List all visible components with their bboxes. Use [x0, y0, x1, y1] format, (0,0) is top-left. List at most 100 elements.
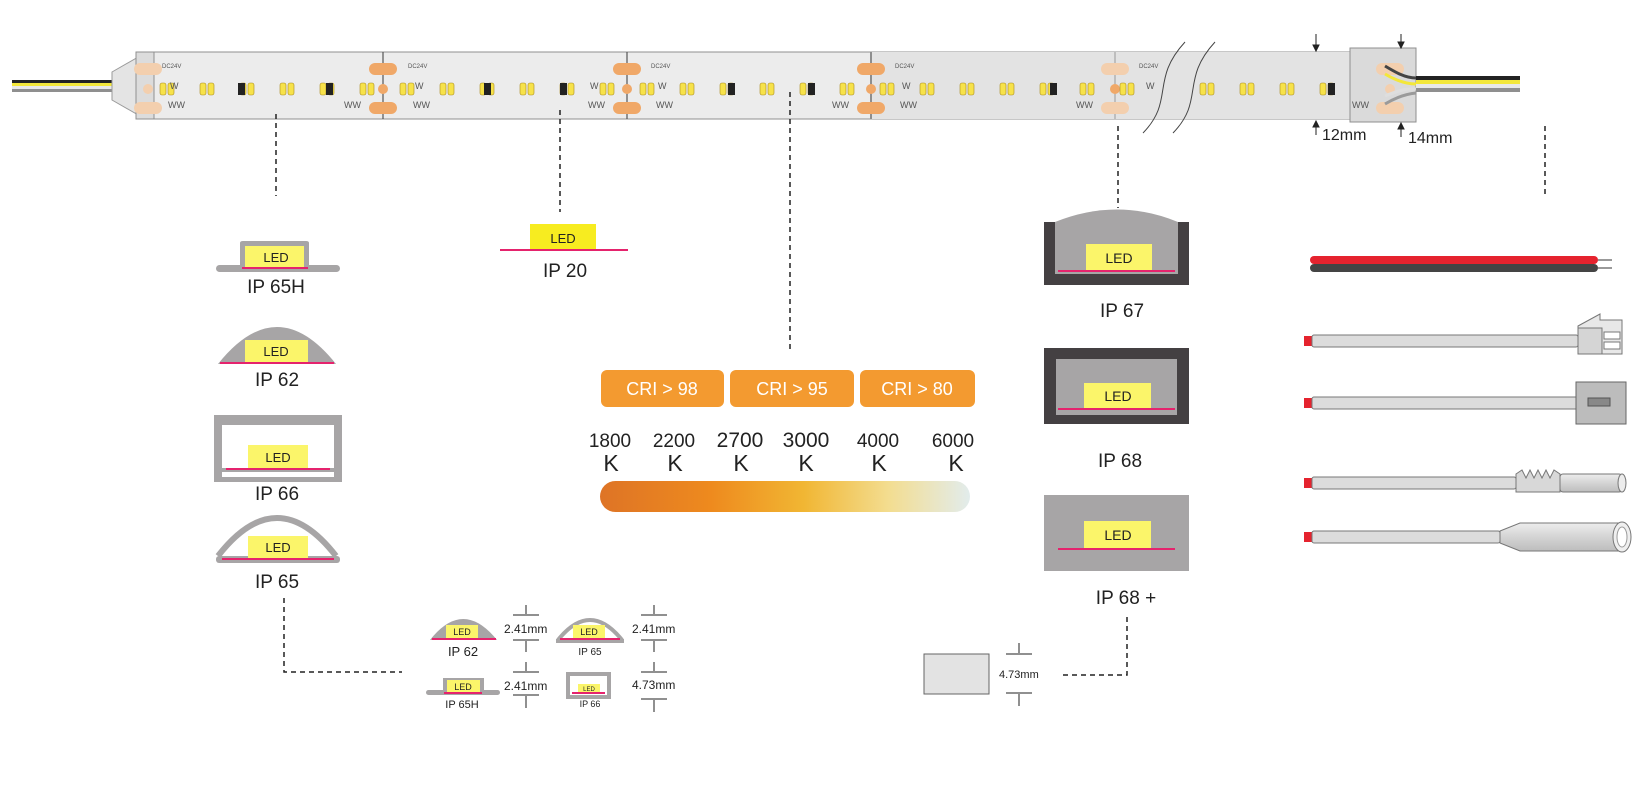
- led-chip-label: LED: [265, 540, 290, 555]
- strip-led: [759, 82, 767, 96]
- led-chip-label: LED: [550, 231, 575, 246]
- strip-led: [367, 82, 375, 96]
- strip-led: [959, 82, 967, 96]
- cct-value: 1800: [589, 431, 631, 452]
- strip-led: [967, 82, 975, 96]
- leader-lines: [275, 92, 1546, 676]
- voltage-mark: DC24V: [1139, 64, 1158, 70]
- solder-pad: [857, 63, 885, 75]
- strip-led: [1119, 82, 1127, 96]
- ww-mark: WW: [900, 100, 917, 110]
- led-chip-label: LED: [1105, 250, 1132, 266]
- led-chip-label: LED: [1104, 527, 1131, 543]
- led-chip-label: LED: [454, 682, 472, 692]
- sm-connector-icon: [1304, 381, 1627, 425]
- cri-option-98: [601, 370, 724, 407]
- strip-led: [439, 82, 447, 96]
- strip-led: [887, 82, 895, 96]
- strip-led: [1239, 82, 1247, 96]
- detail-label: IP 65: [578, 647, 602, 658]
- ww-mark: WW: [344, 100, 361, 110]
- thickness-value: 2.41mm: [504, 679, 547, 693]
- voltage-mark: DC24V: [162, 64, 181, 70]
- strip-led: [1087, 82, 1095, 96]
- led-chip: [1084, 383, 1151, 409]
- dc-flat-wire-icon: [1310, 256, 1612, 272]
- solder-pad: [134, 102, 162, 114]
- solder-pad: [1101, 102, 1129, 114]
- cct-value: 3000: [783, 429, 830, 452]
- cct-value: 6000: [932, 431, 974, 452]
- strip-led: [207, 82, 215, 96]
- strip-led: [919, 82, 927, 96]
- strip-led: [319, 82, 327, 96]
- strip-led: [1199, 82, 1207, 96]
- profile-label: IP 65: [255, 572, 299, 593]
- cct-value: 4000: [857, 431, 899, 452]
- strip-led: [607, 82, 615, 96]
- strip-led: [879, 82, 887, 96]
- profile-label: IP 66: [255, 484, 299, 505]
- profile-label: IP 20: [543, 261, 587, 282]
- w-mark: W: [902, 81, 911, 91]
- resistor: [326, 83, 333, 95]
- w-mark: W: [658, 81, 667, 91]
- solder-pad: [369, 102, 397, 114]
- cri-options: CRI > 98 CRI > 95 CRI > 80: [601, 370, 975, 407]
- cct-unit: K: [603, 450, 619, 476]
- profile-label: IP 68: [1098, 451, 1142, 472]
- strip-led: [767, 82, 775, 96]
- profile-label: IP 62: [255, 370, 299, 391]
- led-chip: [530, 224, 596, 250]
- strip-led: [167, 82, 175, 96]
- solder-pad: [613, 63, 641, 75]
- cri-option-80: [860, 370, 975, 407]
- resistor: [808, 83, 815, 95]
- voltage-mark: DC24V: [895, 64, 914, 70]
- thickness-value: 4.73mm: [999, 669, 1039, 681]
- profile-ip65h: LED IP 65H: [216, 241, 340, 298]
- strip-led: [447, 82, 455, 96]
- strip-led: [719, 82, 727, 96]
- cct-unit: K: [667, 450, 683, 476]
- ip68plus-section: [923, 653, 990, 695]
- resistor: [484, 83, 491, 95]
- w-mark: W: [170, 81, 179, 91]
- led-chip-label: LED: [583, 687, 595, 693]
- led-chip-label: LED: [580, 627, 598, 637]
- profile-ip62: LED IP 62: [218, 327, 336, 391]
- strip-led: [407, 82, 415, 96]
- resistor: [1050, 83, 1057, 95]
- jst-connector-icon: [1304, 313, 1623, 355]
- cut-point: [622, 84, 632, 94]
- cct-unit: K: [948, 450, 964, 476]
- strip-led: [639, 82, 647, 96]
- strip-led: [847, 82, 855, 96]
- strip-led: [567, 82, 575, 96]
- led-chip-label: LED: [263, 344, 288, 359]
- strip-led: [399, 82, 407, 96]
- strip-channel-marks: W WW WW W WW WW W W WW WW W WW WW W WW: [168, 81, 1369, 110]
- solder-pad: [857, 102, 885, 114]
- cct-unit: K: [871, 450, 887, 476]
- ww-mark: WW: [656, 100, 673, 110]
- right-wire-bundle: [1384, 64, 1520, 106]
- profile-label: IP 65H: [247, 277, 305, 298]
- strip-led: [527, 82, 535, 96]
- profile-ip68plus: LED IP 68 +: [1044, 495, 1189, 609]
- strip-led: [279, 82, 287, 96]
- led-chip: [245, 246, 304, 268]
- cut-point: [143, 84, 153, 94]
- cri-label: CRI > 95: [756, 379, 828, 399]
- solder-pad: [369, 63, 397, 75]
- w-mark: W: [590, 81, 599, 91]
- strip-led-chips: [159, 82, 1335, 96]
- resistor: [1328, 83, 1335, 95]
- cut-point: [866, 84, 876, 94]
- strip-led: [199, 82, 207, 96]
- strip-led: [247, 82, 255, 96]
- cut-point: [1110, 84, 1120, 94]
- cri-label: CRI > 98: [626, 379, 698, 399]
- strip-led: [1039, 82, 1047, 96]
- led-chip: [245, 340, 308, 362]
